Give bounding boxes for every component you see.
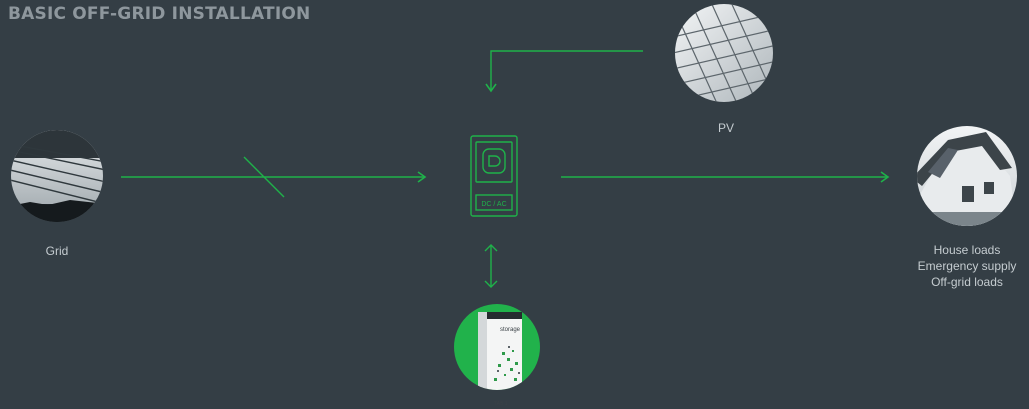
pv-to-inverter-arrow <box>491 51 643 91</box>
loads-label-line: Off-grid loads <box>905 274 1029 290</box>
pv-label: PV <box>706 120 746 136</box>
pv-panel-image <box>660 0 790 110</box>
grid-to-inverter-arrow <box>121 157 425 197</box>
house-image <box>912 126 1017 226</box>
storage-brand-text: storage <box>500 327 521 333</box>
storage-model-text: TAB 1 <box>494 401 508 407</box>
inverter-badge: DC / AC <box>481 201 506 208</box>
loads-label-line: House loads <box>905 242 1029 258</box>
loads-label-line: Emergency supply <box>905 258 1029 274</box>
grid-label: Grid <box>37 243 77 259</box>
storage-image: storage TAB 1 <box>454 304 540 409</box>
inverter-storage-arrow <box>485 245 497 287</box>
grid-image <box>10 128 106 224</box>
loads-label: House loads Emergency supply Off-grid lo… <box>905 242 1029 290</box>
